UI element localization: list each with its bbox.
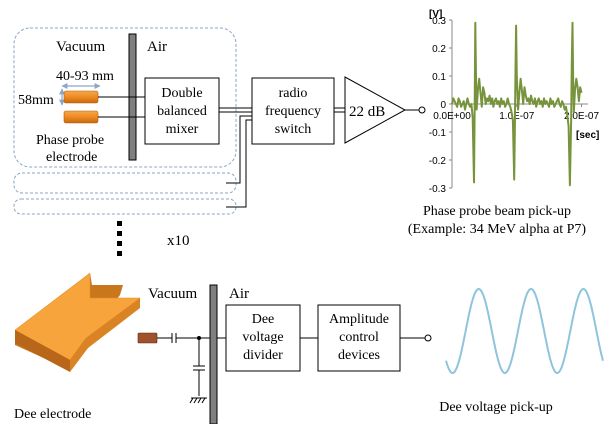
probe-label-line1: Phase probe bbox=[36, 133, 104, 148]
amplitude-control-box bbox=[317, 304, 401, 372]
amp-label: 22 dB bbox=[349, 104, 385, 120]
vacuum-label: Vacuum bbox=[56, 39, 105, 55]
divider-line3: divider bbox=[243, 348, 283, 363]
continuation-dots bbox=[117, 221, 122, 256]
bottom-output-terminal bbox=[424, 334, 432, 342]
x-tick-label: 2.0E-07 bbox=[564, 111, 599, 122]
dee-voltage-sine-wave bbox=[445, 288, 604, 374]
channel-feed-1 bbox=[226, 115, 252, 184]
switch-line1: radio bbox=[279, 86, 308, 101]
x-tick-label: 1.0E-07 bbox=[499, 111, 534, 122]
mixer-line2: balanced bbox=[157, 104, 207, 119]
output-terminal bbox=[418, 106, 426, 114]
distance-label: 40-93 mm bbox=[56, 69, 114, 84]
amplitude-line3: devices bbox=[338, 348, 380, 363]
dee-voltage-divider-box bbox=[225, 304, 301, 372]
phase-probe-chart: 0.3 0.2 0.1 0 -0.1 -0.2 -0.3 0.0E+00 1.0E-07 2.0E… bbox=[429, 9, 600, 195]
double-balanced-mixer-box bbox=[144, 77, 220, 145]
y-tick-label: -0.2 bbox=[429, 156, 447, 167]
ground-symbol bbox=[189, 397, 207, 404]
x-tick-label: 0.0E+00 bbox=[433, 111, 471, 122]
y-tick-label: 0.3 bbox=[432, 16, 446, 27]
phase-signal-line bbox=[451, 21, 583, 187]
rf-switch-box bbox=[251, 77, 335, 145]
phase-probe-electrode-lower bbox=[63, 110, 99, 124]
amplifier-triangle bbox=[344, 76, 407, 144]
divider-line2: voltage bbox=[242, 330, 283, 345]
multiplier-label: x10 bbox=[167, 233, 190, 249]
extra-channel-2 bbox=[13, 198, 237, 215]
switch-line3: switch bbox=[275, 122, 312, 137]
height-label: 58mm bbox=[18, 93, 54, 108]
mixer-line3: mixer bbox=[166, 122, 199, 137]
bottom-vacuum-air-wall bbox=[209, 284, 218, 424]
caption-line2: (Example: 34 MeV alpha at P7) bbox=[408, 222, 587, 237]
bottom-vacuum-label: Vacuum bbox=[148, 286, 197, 302]
y-unit-label: [V] bbox=[429, 9, 442, 20]
y-tick-label: -0.1 bbox=[429, 128, 447, 139]
vacuum-enclosure bbox=[13, 27, 237, 168]
dee-electrode-label: Dee electrode bbox=[14, 407, 91, 422]
dee-electrode bbox=[14, 272, 141, 372]
x-unit-label: [sec] bbox=[576, 130, 599, 141]
amplitude-line1: Amplitude bbox=[329, 312, 389, 327]
phase-probe-electrode-upper bbox=[63, 90, 99, 104]
bottom-air-label: Air bbox=[229, 286, 249, 302]
pickup-label: Dee voltage pick-up bbox=[439, 400, 553, 415]
caption-line1: Phase probe beam pick-up bbox=[423, 204, 571, 219]
probe-label-line2: electrode bbox=[46, 150, 97, 165]
dee-pickup-probe bbox=[137, 332, 158, 344]
amplitude-line2: control bbox=[339, 330, 379, 345]
y-tick-label: -0.3 bbox=[429, 184, 447, 195]
y-tick-label: 0.2 bbox=[432, 44, 446, 55]
divider-line1: Dee bbox=[252, 312, 275, 327]
channel-feed-2 bbox=[226, 119, 252, 208]
y-tick-label: 0.1 bbox=[432, 72, 446, 83]
switch-line2: frequency bbox=[265, 104, 321, 119]
air-label: Air bbox=[147, 39, 167, 55]
mixer-line1: Double bbox=[161, 86, 202, 101]
extra-channel-1 bbox=[13, 172, 237, 194]
y-tick-label: 0 bbox=[440, 100, 446, 111]
